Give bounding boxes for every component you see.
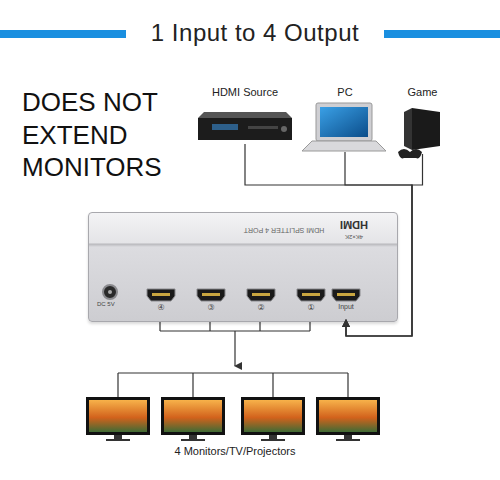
port-number: ③ — [196, 303, 226, 312]
game-device: Game — [395, 86, 450, 154]
hdmi-port-pins — [337, 293, 355, 296]
monitor — [86, 397, 150, 441]
game-console — [398, 108, 440, 158]
diagram-caption: 4 Monitors/TV/Projectors — [120, 445, 350, 457]
hdmi-port-outline — [197, 289, 225, 301]
device-label: HDMI Source — [195, 86, 295, 98]
output-port: ③ — [196, 288, 226, 320]
signal-wire — [346, 154, 423, 336]
signal-wire — [245, 144, 412, 336]
hdmi-port-pins — [302, 293, 320, 296]
output-wires — [118, 322, 348, 397]
hdmi-port-shape — [296, 288, 326, 302]
output-port: ④ — [146, 288, 176, 320]
port-number: Input — [331, 303, 361, 310]
port-number: ② — [246, 303, 276, 312]
device-label: PC — [300, 86, 390, 98]
power-label: DC 5V — [97, 301, 127, 307]
pc-device: PC — [300, 86, 390, 152]
hdmi-port-shape — [196, 288, 226, 302]
monitor — [241, 397, 305, 441]
hdmi-port-outline — [247, 289, 275, 301]
port-number: ④ — [146, 303, 176, 312]
hdmi-port-shape — [331, 288, 361, 302]
dvd-player — [198, 112, 292, 140]
hdmi-port-pins — [202, 293, 220, 296]
port-number: ① — [296, 303, 326, 312]
hdmi-port-pins — [152, 293, 170, 296]
device-print: 4K×2K — [339, 234, 369, 240]
device-print: HDMI SPLITTER 4 PORT — [239, 227, 329, 234]
monitor — [316, 397, 380, 441]
warning-note: DOES NOT EXTEND MONITORS — [22, 86, 190, 184]
hdmi-port-pins — [252, 293, 270, 296]
monitor — [161, 397, 225, 441]
diagram-title: 1 Input to 4 Output — [128, 19, 382, 47]
input-port: Input — [331, 288, 361, 320]
splitter-box: HDMI SPLITTER 4 PORT HDMI 4K×2K ④ ③ ② ① Input — [88, 212, 398, 322]
hdmi-port-shape — [246, 288, 276, 302]
source-device: HDMI Source — [195, 86, 295, 144]
hdmi-port-outline — [332, 289, 360, 301]
dc-jack — [103, 285, 117, 299]
output-port: ① — [296, 288, 326, 320]
title-bar — [384, 30, 500, 38]
hdmi-port-outline — [297, 289, 325, 301]
title-bar — [0, 30, 126, 38]
laptop — [302, 103, 386, 151]
hdmi-port-shape — [146, 288, 176, 302]
output-port: ② — [246, 288, 276, 320]
device-label: Game — [395, 86, 450, 98]
hdmi-port-outline — [147, 289, 175, 301]
signal-wire — [345, 152, 412, 336]
device-print: HDMI — [337, 219, 371, 231]
dc-jack-pin — [108, 290, 112, 294]
